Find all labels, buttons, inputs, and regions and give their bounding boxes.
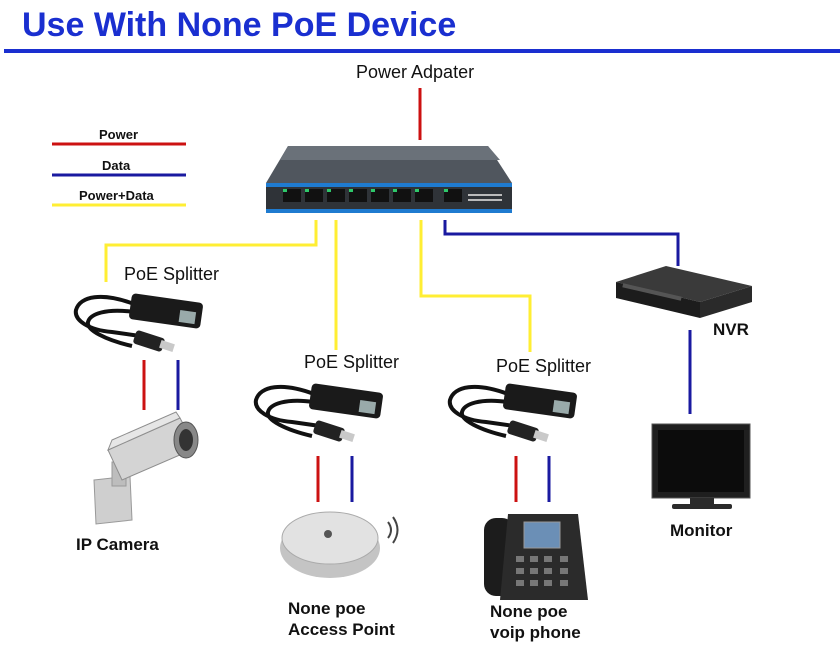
power-adapter-label: Power Adpater (356, 62, 475, 82)
monitor-icon (651, 423, 751, 509)
ap-label-line2: Access Point (288, 620, 395, 639)
nvr-label: NVR (713, 320, 749, 339)
splitter-left-label: PoE Splitter (124, 264, 220, 284)
cable-nvr (443, 220, 680, 266)
ap-label-line1: None poe (288, 599, 366, 618)
poe-splitter-icon (447, 383, 577, 442)
phone-label-line2: voip phone (490, 623, 581, 642)
ip-camera-label: IP Camera (76, 535, 159, 554)
ip-camera-icon (93, 411, 199, 525)
poe-switch-icon (266, 146, 512, 213)
legend-data-label: Data (102, 158, 131, 173)
title-rule (4, 49, 840, 53)
voip-phone-icon (484, 514, 588, 600)
legend-power-data-label: Power+Data (79, 188, 154, 203)
monitor-label: Monitor (670, 521, 733, 540)
poe-splitter-icon (253, 383, 383, 442)
cable-right-splitter (419, 220, 532, 352)
nvr-icon (616, 266, 752, 318)
page-title: Use With None PoE Device (22, 6, 457, 44)
cable-left-splitter (104, 220, 318, 282)
splitter-middle-label: PoE Splitter (304, 352, 400, 372)
phone-label-line1: None poe (490, 602, 568, 621)
poe-splitter-icon (73, 293, 203, 352)
splitter-right-label: PoE Splitter (496, 356, 592, 376)
access-point-icon (280, 511, 399, 578)
legend-power-label: Power (99, 127, 139, 142)
